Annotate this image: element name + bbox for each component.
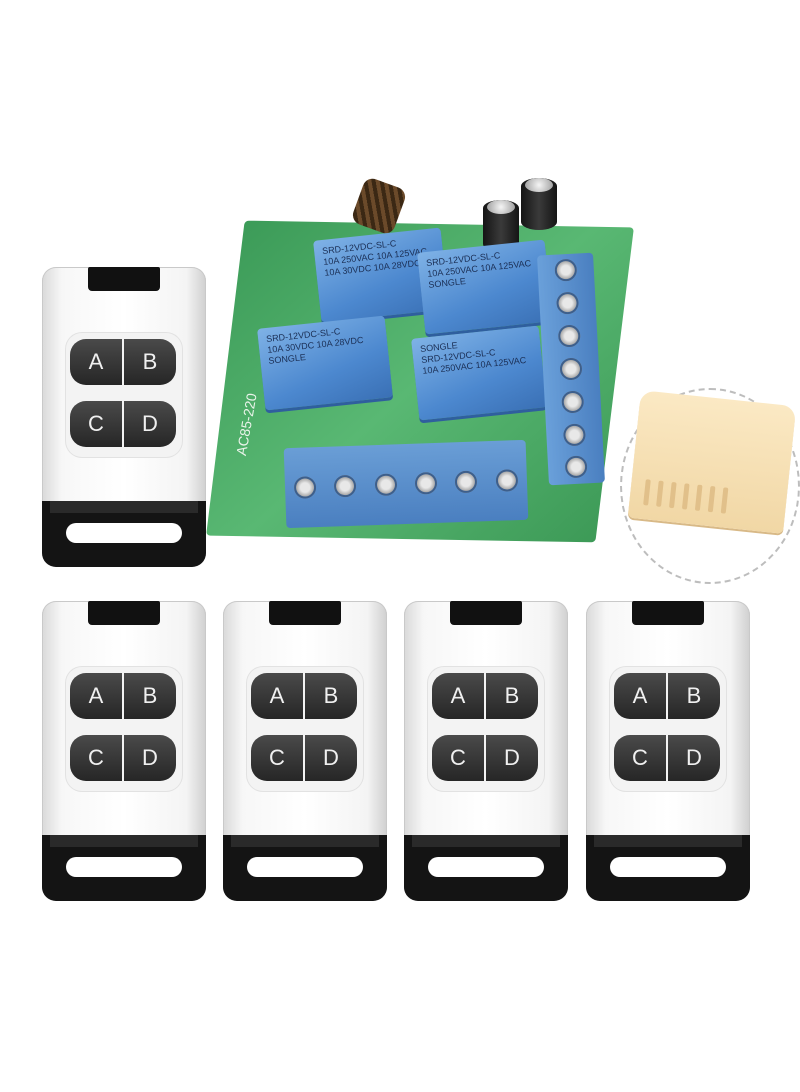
relay-3: SRD-12VDC-SL-C 10A 30VDC 10A 28VDC SONGL… [257,315,393,411]
remote-control-5: A B C D [586,601,750,901]
keyring-slot [66,857,182,877]
remote-top-cap [88,601,160,625]
button-d[interactable]: D [124,401,176,447]
remote-button-pad: A B C D [66,333,182,457]
remote-keyring-cap [223,835,387,901]
keyring-slot [66,523,182,543]
button-c[interactable]: C [70,735,122,781]
button-a[interactable]: A [251,673,303,719]
terminal-block-side [537,252,605,486]
button-a[interactable]: A [70,339,122,385]
remote-control-3: A B C D [223,601,387,901]
terminal-screw [557,324,581,348]
remote-keyring-cap [404,835,568,901]
vent-slots [643,479,729,514]
remote-button-pad: A B C D [610,667,726,791]
terminal-screw [554,258,578,283]
button-b[interactable]: B [305,673,357,719]
terminal-screw [455,470,478,494]
button-c[interactable]: C [614,735,666,781]
button-a[interactable]: A [614,673,666,719]
remote-top-cap [450,601,522,625]
terminal-screw [559,357,583,381]
case-dial-outline [620,388,800,584]
button-c[interactable]: C [432,735,484,781]
remote-button-pad: A B C D [66,667,182,791]
terminal-screw [562,422,586,447]
remote-button-pad: A B C D [247,667,363,791]
button-d[interactable]: D [486,735,538,781]
keyring-slot [428,857,544,877]
button-d[interactable]: D [668,735,720,781]
terminal-screw [414,471,438,495]
terminal-screw [561,390,585,414]
remote-top-cap [269,601,341,625]
keyring-slot [247,857,363,877]
relay-2: SRD-12VDC-SL-C 10A 250VAC 10A 125VAC SON… [417,239,553,335]
terminal-screw [495,469,519,492]
button-d[interactable]: D [305,735,357,781]
remote-top-cap [88,267,160,291]
terminal-screw [374,473,398,497]
remote-control-1: A B C D [42,267,206,567]
keyring-slot [610,857,726,877]
remote-control-2: A B C D [42,601,206,901]
terminal-screw [293,476,317,499]
button-b[interactable]: B [124,673,176,719]
remote-keyring-cap [42,501,206,567]
button-b[interactable]: B [124,339,176,385]
receiver-case [614,388,800,586]
button-b[interactable]: B [668,673,720,719]
remote-top-cap [632,601,704,625]
button-c[interactable]: C [251,735,303,781]
remote-button-pad: A B C D [428,667,544,791]
terminal-screw [555,291,580,315]
button-b[interactable]: B [486,673,538,719]
plastic-case [627,390,797,534]
button-a[interactable]: A [70,673,122,719]
button-c[interactable]: C [70,401,122,447]
button-d[interactable]: D [124,735,176,781]
remote-control-4: A B C D [404,601,568,901]
terminal-block-front [283,439,529,529]
relay-receiver-board: SRD-12VDC-SL-C 10A 250VAC 10A 125VAC 10A… [205,175,634,545]
remote-keyring-cap [586,835,750,901]
remote-keyring-cap [42,835,206,901]
terminal-screw [564,455,588,479]
capacitor-2 [521,178,557,230]
terminal-screw [334,474,357,498]
button-a[interactable]: A [432,673,484,719]
relay-4: SONGLE SRD-12VDC-SL-C 10A 250VAC 10A 125… [411,325,547,421]
